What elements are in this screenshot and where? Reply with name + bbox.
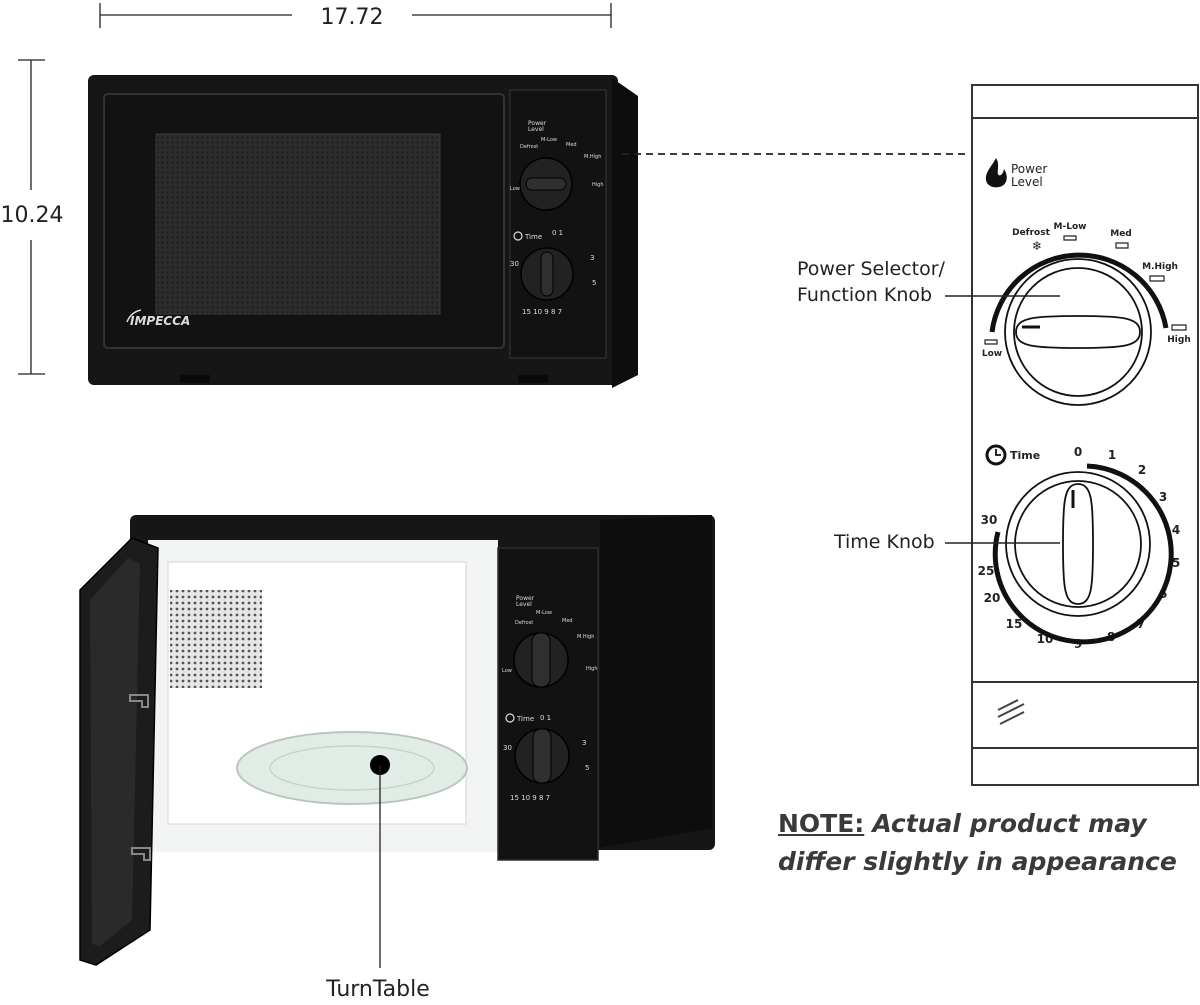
time-num-1: 1 (1108, 448, 1116, 462)
power-mhigh: M.High (1142, 262, 1178, 272)
svg-text:5: 5 (592, 279, 596, 287)
svg-text:3: 3 (590, 254, 594, 262)
note-label: NOTE: (778, 809, 865, 838)
small-time-knob: Time 0 1 3 5 30 15 10 9 8 7 (510, 229, 596, 316)
power-title-line2: Level (1011, 175, 1043, 189)
time-knob-label: Time Knob (833, 531, 935, 553)
appearance-note: NOTE:Actual product may differ slightly … (778, 805, 1198, 881)
time-knob (992, 463, 1174, 645)
svg-text:High: High (586, 666, 598, 672)
power-high: High (1167, 335, 1190, 345)
flame-icon (985, 158, 1007, 188)
open-time-knob: Time 0 1 3 5 30 15 10 9 8 7 (503, 713, 589, 802)
svg-text:M.High: M.High (584, 154, 601, 160)
open-power-knob: Power Level Defrost M-Low Med M.High Hig… (502, 595, 598, 688)
time-num-5: 5 (1172, 556, 1180, 570)
power-selector-label-line1: Power Selector/ (797, 258, 946, 280)
snowflake-icon: ❄ (1032, 239, 1042, 253)
svg-text:Low: Low (510, 186, 520, 192)
svg-text:15 10 9 8 7: 15 10 9 8 7 (522, 308, 562, 316)
height-dimension: 10.24 (1, 59, 64, 375)
power-defrost: Defrost (1012, 228, 1050, 238)
time-num-15: 15 (1006, 617, 1023, 631)
brand-logo: IMPECCA (130, 314, 190, 328)
power-selector-callout: Power Selector/ Function Knob (797, 258, 1060, 306)
svg-text:Defrost: Defrost (520, 144, 538, 150)
svg-text:30: 30 (503, 744, 512, 752)
microwave-open: Power Level Defrost M-Low Med M.High Hig… (79, 515, 715, 966)
small-power-knob: Power Level Defrost M-Low Med M.High Hig… (510, 120, 604, 211)
turntable-callout: TurnTable (325, 755, 430, 1002)
width-dimension: 17.72 (99, 3, 612, 30)
control-panel-detail: Power Level Defrost ❄ M-Low Med M.High H… (971, 84, 1199, 786)
note-text: Actual product may differ slightly in ap… (778, 809, 1177, 876)
height-label: 10.24 (1, 203, 64, 228)
svg-text:High: High (592, 182, 604, 188)
svg-text:0 1: 0 1 (552, 229, 563, 237)
time-num-25: 25 (978, 564, 995, 578)
svg-text:Power: Power (516, 595, 535, 602)
svg-text:Med: Med (566, 142, 577, 148)
svg-text:Level: Level (528, 126, 544, 133)
svg-text:Time: Time (516, 715, 534, 723)
svg-text:15 10 9 8 7: 15 10 9 8 7 (510, 794, 550, 802)
power-title-line1: Power (1011, 162, 1047, 176)
time-num-2: 2 (1138, 463, 1146, 477)
svg-text:0 1: 0 1 (540, 714, 551, 722)
turntable-plate (236, 731, 468, 805)
time-num-20: 20 (984, 591, 1001, 605)
width-label: 17.72 (321, 5, 384, 30)
time-num-4: 4 (1172, 523, 1180, 537)
heat-icons (984, 235, 1187, 345)
power-med: Med (1110, 229, 1132, 239)
svg-text:30: 30 (510, 260, 519, 268)
door-release-icon (997, 699, 1025, 725)
svg-text:M-Low: M-Low (541, 137, 557, 143)
microwave-closed: IMPECCA Power Level Defrost M-Low Med M.… (88, 75, 638, 388)
time-knob-callout: Time Knob (833, 531, 1060, 553)
svg-text:M-Low: M-Low (536, 610, 552, 616)
time-num-3: 3 (1159, 490, 1167, 504)
power-selector-label-line2: Function Knob (797, 284, 932, 306)
svg-text:5: 5 (585, 764, 589, 772)
svg-text:Defrost: Defrost (515, 620, 533, 626)
svg-text:Med: Med (562, 618, 573, 624)
time-title: Time (1010, 449, 1040, 462)
time-num-7: 7 (1137, 617, 1145, 631)
turntable-label: TurnTable (325, 977, 430, 1001)
time-num-0: 0 (1074, 445, 1082, 459)
svg-text:Level: Level (516, 601, 532, 608)
time-num-30: 30 (981, 513, 998, 527)
svg-text:3: 3 (582, 739, 586, 747)
power-low: Low (982, 349, 1002, 359)
power-mlow: M-Low (1054, 222, 1087, 232)
svg-text:Low: Low (502, 668, 512, 674)
svg-text:Time: Time (524, 233, 542, 241)
svg-text:M.High: M.High (577, 634, 594, 640)
svg-text:Power: Power (528, 120, 547, 127)
clock-icon (985, 444, 1007, 466)
